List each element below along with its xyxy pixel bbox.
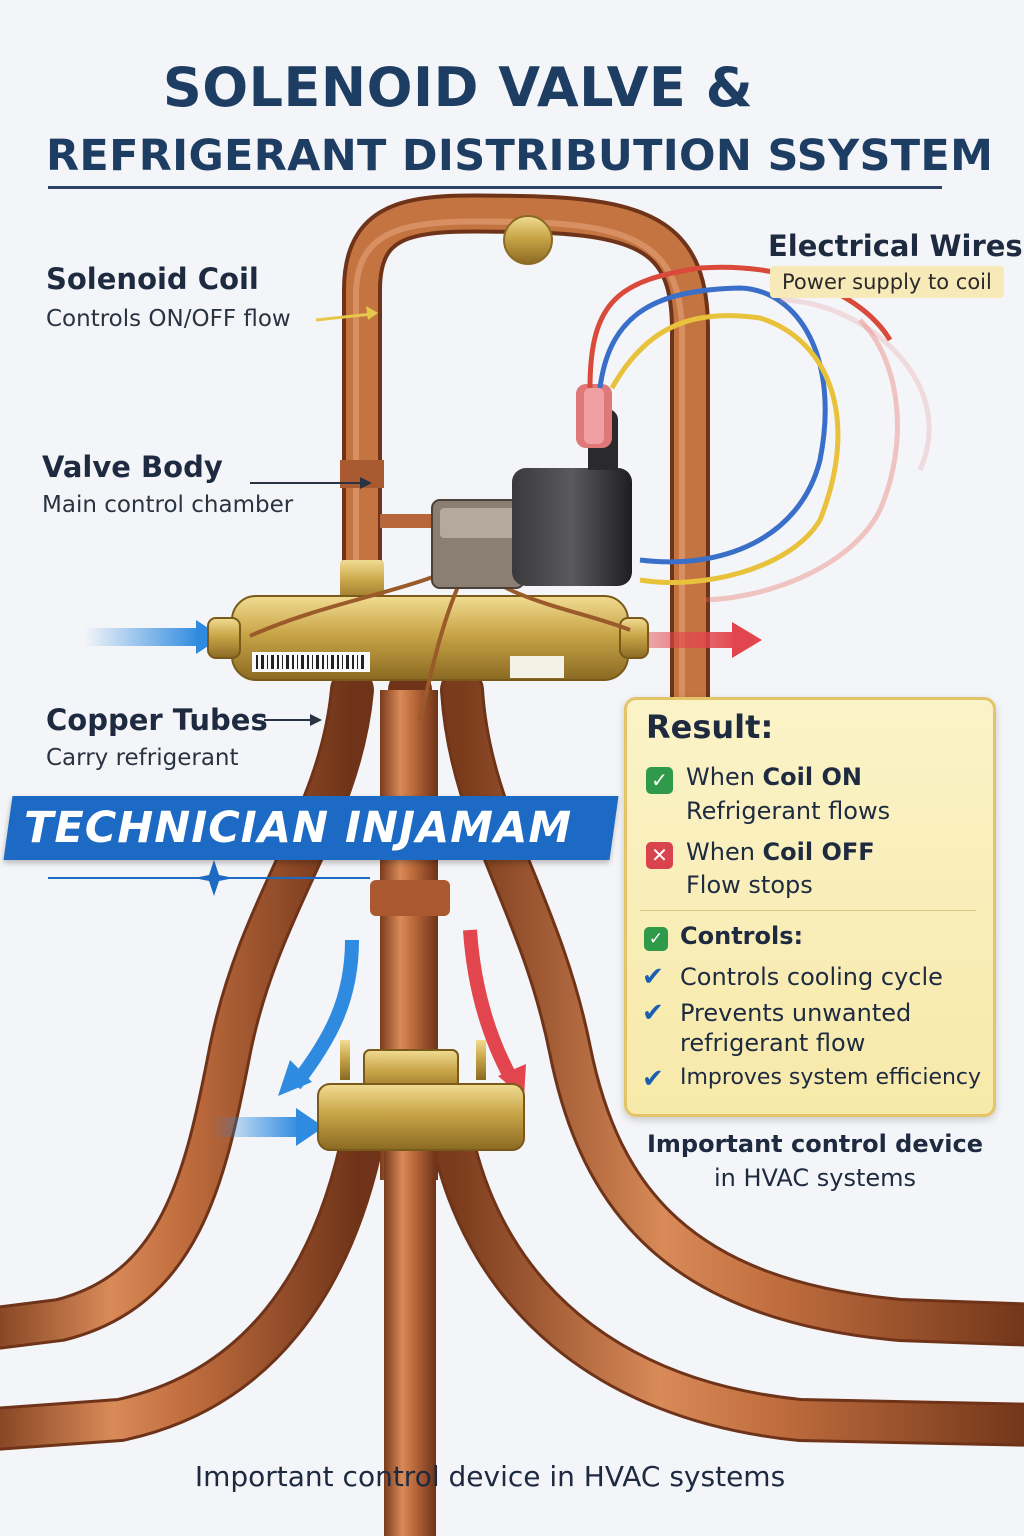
result-divider [640,910,976,911]
solenoid-actuator [431,384,632,589]
checkmark-icon: ✔ [642,998,664,1028]
leader-lines [250,306,378,726]
result-coil-off: When Coil OFF [686,838,875,866]
controls-title: Controls: [680,922,804,950]
controls-item-1: Controls cooling cycle [680,963,943,991]
controls-item-2-line-2: refrigerant flow [680,1029,866,1057]
cross-icon: ✕ [646,842,673,869]
label-solenoid-coil: Solenoid Coil [46,262,259,296]
electrical-wires [587,264,932,603]
result-coil-off-sub: Flow stops [686,871,813,899]
label-electrical-wires-sub: Power supply to coil [770,266,1004,298]
label-copper-tubes: Copper Tubes [46,703,268,737]
caption-line-1: Important control device [646,1130,984,1158]
banner-underline [48,860,370,896]
label-copper-tubes-sub: Carry refrigerant [46,745,239,771]
controls-item-2-line-1: Prevents unwanted [680,999,912,1027]
caption-line-2: in HVAC systems [713,1164,917,1192]
footer-text: Important control device in HVAC systems [194,1460,786,1493]
title-line-1: SOLENOID VALVE & [162,56,754,119]
connector-pipe [380,514,440,528]
checkmark-icon: ✔ [642,962,664,992]
check-icon: ✓ [646,767,673,794]
label-electrical-wires: Electrical Wires [768,229,1023,263]
distribution-manifold [317,1040,525,1151]
result-coil-on: When Coil ON [686,763,862,791]
label-valve-body: Valve Body [42,450,223,484]
result-panel [624,697,996,1117]
controls-check-icon: ✓ [644,927,668,951]
technician-banner-text: TECHNICIAN INJAMAM [24,803,573,853]
result-title: Result: [646,708,774,746]
controls-item-3: Improves system efficiency [680,1065,982,1090]
title-line-2: REFRIGERANT DISTRIBUTION SSYSTEM [46,131,994,181]
result-coil-on-sub: Refrigerant flows [686,797,891,825]
checkmark-icon: ✔ [642,1064,664,1094]
label-solenoid-coil-sub: Controls ON/OFF flow [46,306,291,332]
title-divider [48,186,942,189]
label-valve-body-sub: Main control chamber [42,492,294,518]
